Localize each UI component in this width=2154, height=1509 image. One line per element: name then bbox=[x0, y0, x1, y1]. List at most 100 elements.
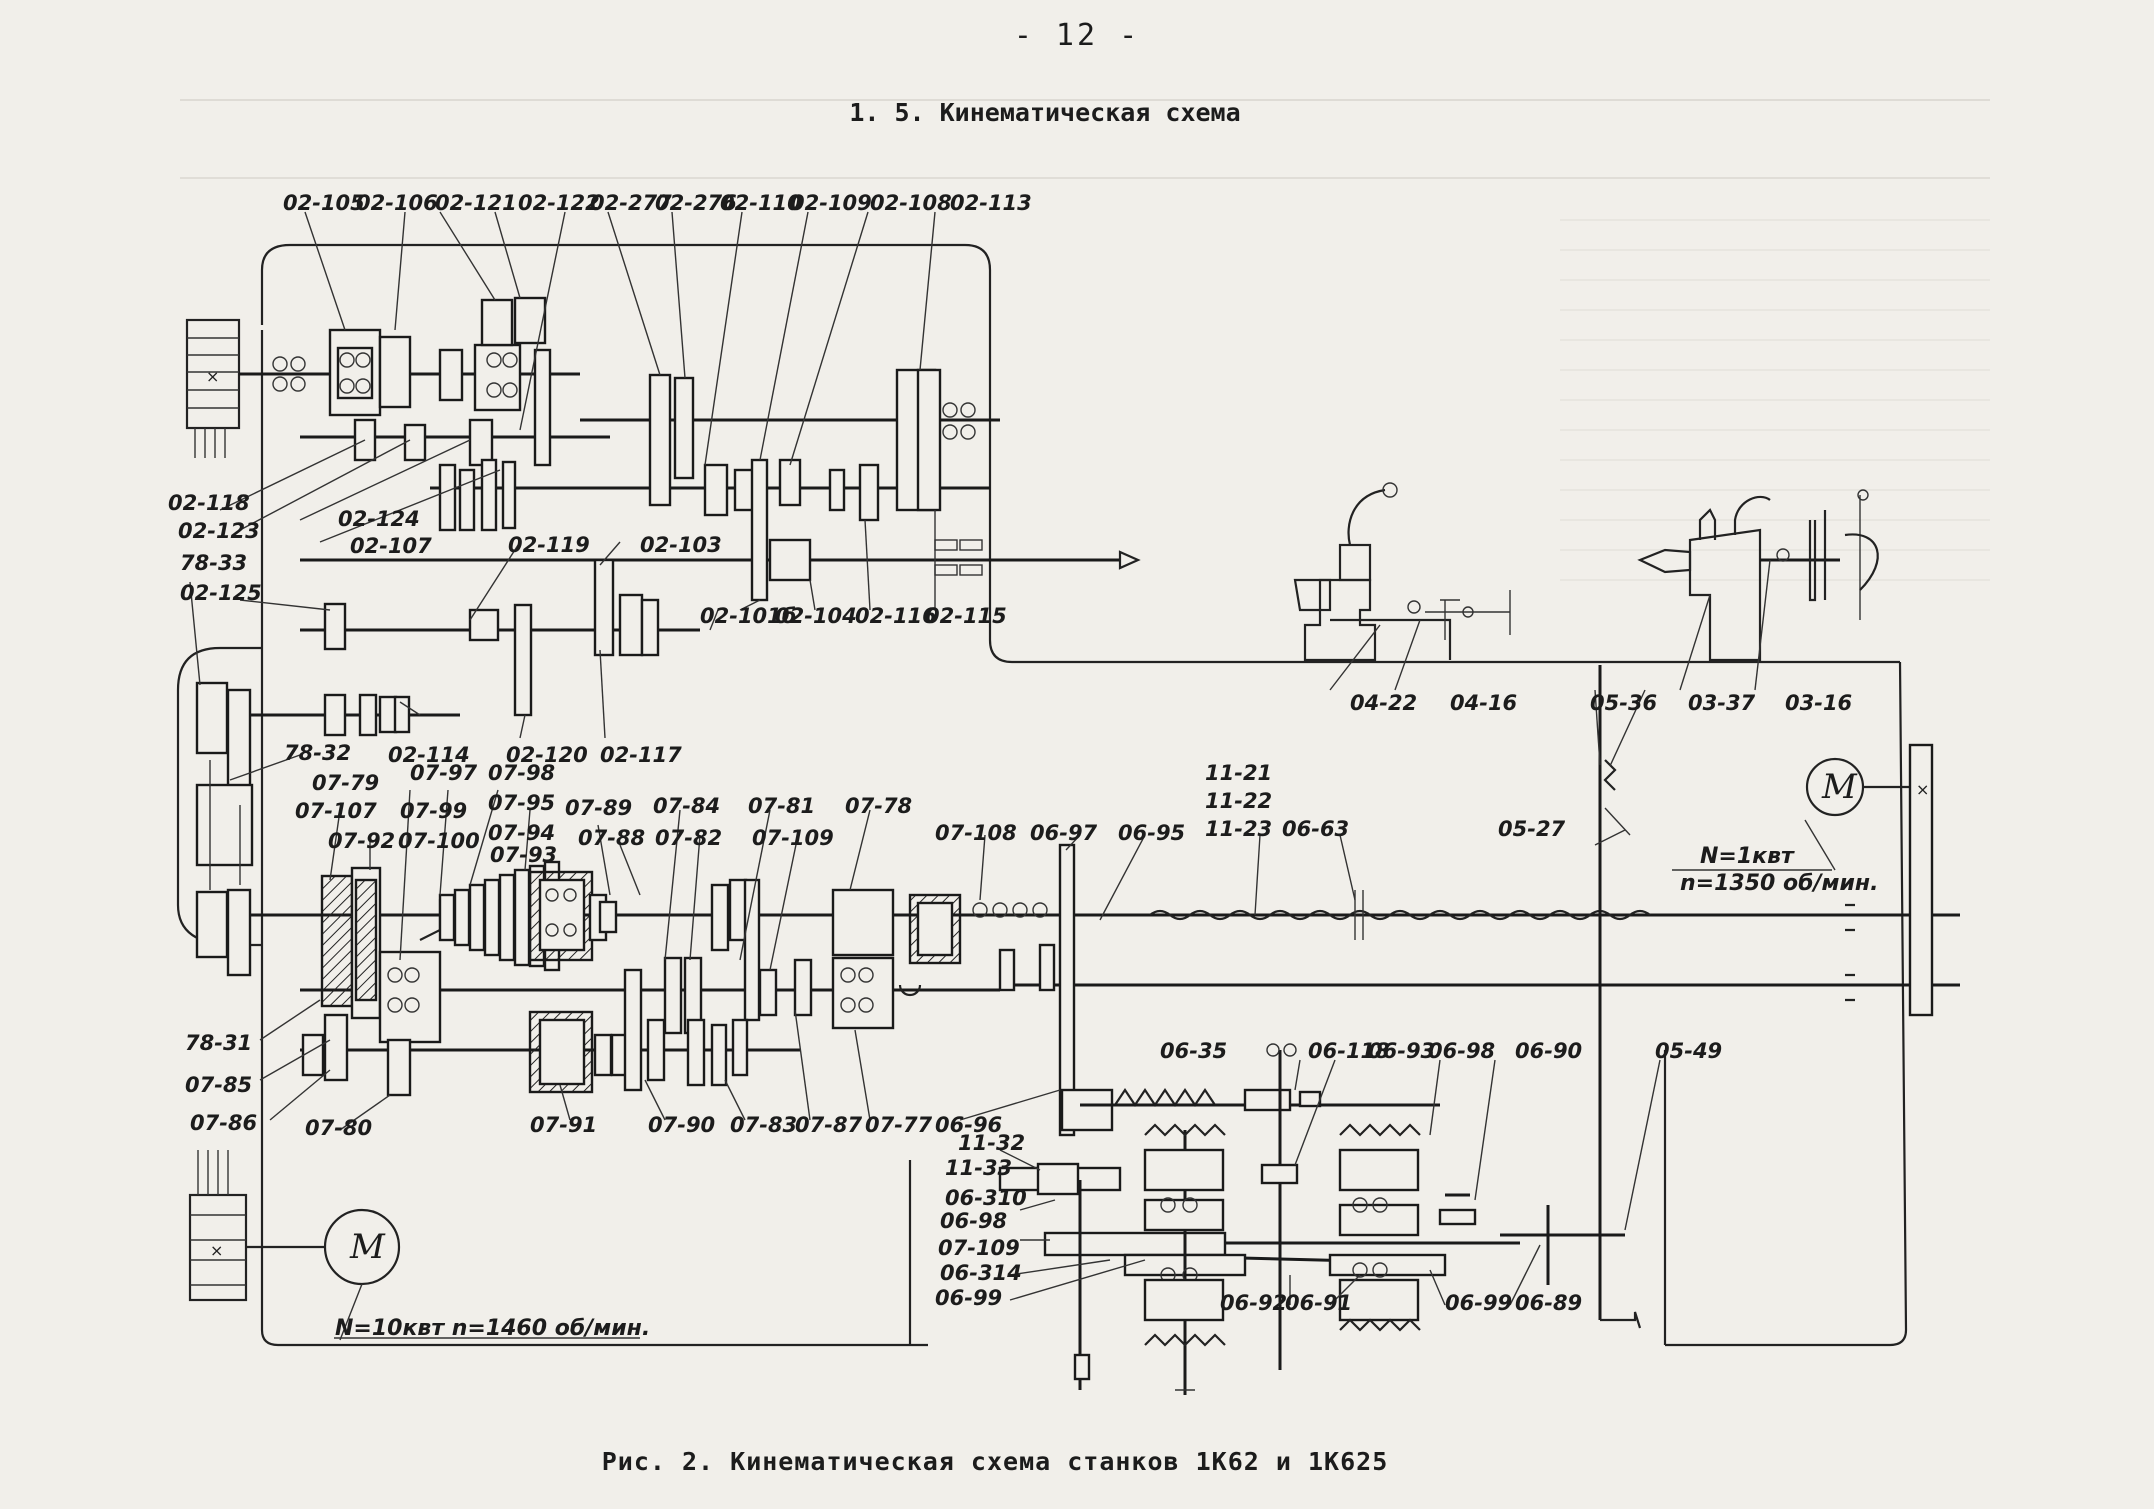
main-pulley-top: × bbox=[185, 318, 241, 458]
label-02-125: 02-125 bbox=[180, 581, 262, 605]
label-06-310: 06-310 bbox=[945, 1186, 1027, 1210]
rapid-motor-speed: n=1350 об/мин. bbox=[1680, 871, 1878, 896]
rapid-traverse-motor: × bbox=[1672, 743, 1934, 1017]
label-02-119: 02-119 bbox=[508, 533, 590, 557]
label-05-27: 05-27 bbox=[1498, 817, 1566, 841]
svg-text:×: × bbox=[210, 1241, 223, 1260]
part-labels: 02-105 02-106 02-121 02-122 02-277 02-27… bbox=[168, 191, 1852, 1315]
label-02-117: 02-117 bbox=[600, 743, 682, 767]
headstock-housing bbox=[260, 243, 1902, 664]
label-05-49: 05-49 bbox=[1655, 1039, 1722, 1063]
label-07-94: 07-94 bbox=[488, 821, 555, 845]
label-02-101b: 02-101б bbox=[700, 604, 796, 628]
label-05-36: 05-36 bbox=[1590, 691, 1657, 715]
label-02-110: 02-110 bbox=[720, 191, 802, 215]
main-motor-spec: N=10квт n=1460 об/мин. bbox=[335, 1316, 650, 1341]
label-02-277: 02-277 bbox=[590, 191, 672, 215]
label-07-86: 07-86 bbox=[190, 1111, 257, 1135]
label-04-16: 04-16 bbox=[1450, 691, 1517, 715]
label-06-118: 06-118 bbox=[1308, 1039, 1390, 1063]
label-02-114: 02-114 bbox=[388, 743, 470, 767]
label-06-92: 06-92 bbox=[1220, 1291, 1287, 1315]
label-02-108: 02-108 bbox=[870, 191, 952, 215]
label-07-99: 07-99 bbox=[400, 799, 467, 823]
label-07-79: 07-79 bbox=[312, 771, 379, 795]
main-motor: × bbox=[188, 1150, 640, 1341]
page-number: - 12 - bbox=[1013, 18, 1141, 53]
figure-caption: Рис. 2. Кинематическая схема станков 1К6… bbox=[601, 1447, 1389, 1476]
label-02-116: 02-116 bbox=[855, 604, 937, 628]
label-06-314: 06-314 bbox=[940, 1261, 1022, 1285]
label-11-22: 11-22 bbox=[1205, 789, 1272, 813]
label-02-115: 02-115 bbox=[925, 604, 1007, 628]
label-06-95: 06-95 bbox=[1118, 821, 1185, 845]
label-07-91: 07-91 bbox=[530, 1113, 597, 1137]
main-motor-symbol: M bbox=[349, 1227, 386, 1267]
label-02-123: 02-123 bbox=[178, 519, 260, 543]
label-06-91: 06-91 bbox=[1285, 1291, 1352, 1315]
label-02-104: 02-104 bbox=[775, 604, 857, 628]
rapid-motor-power: N=1квт bbox=[1700, 844, 1795, 869]
label-07-80: 07-80 bbox=[305, 1116, 372, 1140]
label-07-109: 07-109 bbox=[752, 826, 834, 850]
label-07-88: 07-88 bbox=[578, 826, 645, 850]
label-11-23: 11-23 bbox=[1205, 817, 1272, 841]
label-07-107: 07-107 bbox=[295, 799, 377, 823]
label-07-90: 07-90 bbox=[648, 1113, 715, 1137]
tailstock bbox=[1637, 489, 1879, 662]
label-07-77: 07-77 bbox=[865, 1113, 933, 1137]
label-07-109-lower: 07-109 bbox=[938, 1236, 1020, 1260]
label-11-33: 11-33 bbox=[945, 1156, 1012, 1180]
label-06-96: 06-96 bbox=[935, 1113, 1002, 1137]
section-title: 1. 5. Кинематическая схема bbox=[849, 98, 1241, 127]
label-03-37: 03-37 bbox=[1688, 691, 1756, 715]
label-04-22: 04-22 bbox=[1350, 691, 1417, 715]
label-78-33: 78-33 bbox=[180, 551, 247, 575]
label-06-89: 06-89 bbox=[1515, 1291, 1582, 1315]
label-78-32: 78-32 bbox=[284, 741, 351, 765]
label-02-113: 02-113 bbox=[950, 191, 1032, 215]
label-06-97: 06-97 bbox=[1030, 821, 1098, 845]
carriage-toolpost bbox=[1293, 482, 1511, 662]
label-02-122: 02-122 bbox=[518, 191, 600, 215]
label-07-87: 07-87 bbox=[795, 1113, 863, 1137]
label-07-82: 07-82 bbox=[655, 826, 722, 850]
label-02-124: 02-124 bbox=[338, 507, 420, 531]
label-07-92: 07-92 bbox=[328, 829, 395, 853]
label-07-78: 07-78 bbox=[845, 794, 912, 818]
apron-mechanism bbox=[998, 665, 1642, 1395]
label-06-63: 06-63 bbox=[1282, 817, 1349, 841]
label-02-106: 02-106 bbox=[356, 191, 438, 215]
label-07-81: 07-81 bbox=[748, 794, 815, 818]
label-06-98-left: 06-98 bbox=[940, 1209, 1007, 1233]
svg-text:×: × bbox=[206, 367, 219, 386]
label-02-276: 02-276 bbox=[655, 191, 737, 215]
label-02-118: 02-118 bbox=[168, 491, 250, 515]
label-07-83: 07-83 bbox=[730, 1113, 797, 1137]
svg-text:×: × bbox=[1916, 780, 1929, 799]
label-07-100: 07-100 bbox=[398, 829, 480, 853]
label-06-99-left: 06-99 bbox=[935, 1286, 1002, 1310]
headstock-gears bbox=[272, 296, 1141, 737]
label-11-21: 11-21 bbox=[1205, 761, 1272, 785]
label-07-95: 07-95 bbox=[488, 791, 555, 815]
belt-pulleys-left bbox=[195, 681, 254, 977]
label-07-108: 07-108 bbox=[935, 821, 1017, 845]
motor-specs: M N=10квт n=1460 об/мин. M N=1квт n=1350… bbox=[335, 767, 1878, 1341]
label-02-121: 02-121 bbox=[435, 191, 517, 215]
rapid-motor-symbol: M bbox=[1821, 767, 1858, 807]
label-03-16: 03-16 bbox=[1785, 691, 1852, 715]
label-07-89: 07-89 bbox=[565, 796, 632, 820]
label-06-35: 06-35 bbox=[1160, 1039, 1227, 1063]
leader-lines bbox=[189, 211, 1771, 1306]
label-02-107: 02-107 bbox=[350, 534, 432, 558]
label-78-31: 78-31 bbox=[185, 1031, 252, 1055]
label-07-84: 07-84 bbox=[653, 794, 720, 818]
label-07-97: 07-97 bbox=[410, 761, 478, 785]
label-07-85: 07-85 bbox=[185, 1073, 252, 1097]
label-02-105: 02-105 bbox=[283, 191, 365, 215]
label-06-93: 06-93 bbox=[1368, 1039, 1435, 1063]
label-06-98-right: 06-98 bbox=[1428, 1039, 1495, 1063]
feed-box-gears bbox=[301, 843, 1114, 1137]
